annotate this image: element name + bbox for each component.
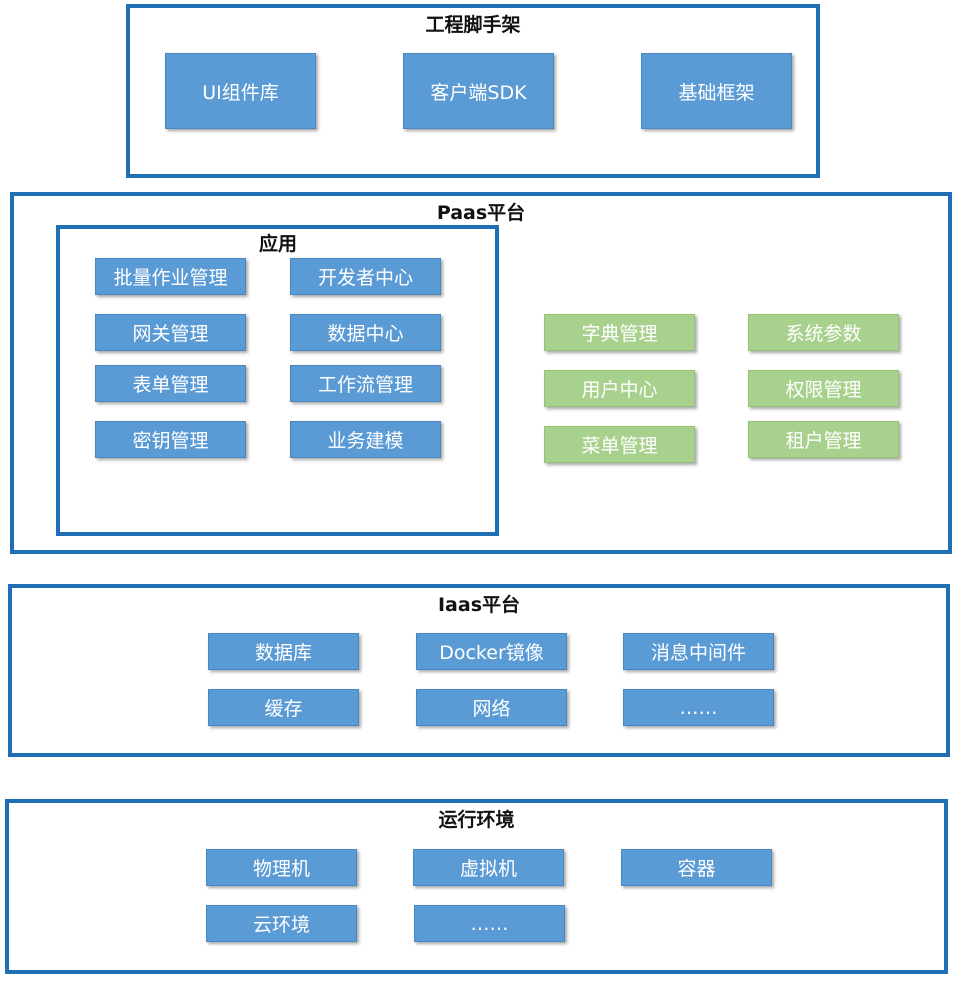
app-item-gateway: 网关管理	[95, 314, 246, 351]
iaas-item-docker-image: Docker镜像	[416, 633, 567, 670]
iaas-title: Iaas平台	[437, 594, 521, 616]
runtime-item-container: 容器	[621, 849, 772, 886]
runtime-section: 运行环境	[5, 799, 948, 974]
app-item-batch-job: 批量作业管理	[95, 258, 246, 295]
scaffold-item-ui-library: UI组件库	[165, 53, 316, 129]
iaas-item-more: ……	[623, 689, 774, 726]
system-item-parameters: 系统参数	[748, 314, 899, 351]
iaas-section: Iaas平台	[8, 584, 950, 757]
runtime-title: 运行环境	[438, 809, 515, 831]
paas-title: Paas平台	[436, 202, 526, 224]
app-item-developer-center: 开发者中心	[290, 258, 441, 295]
iaas-item-message-middleware: 消息中间件	[623, 633, 774, 670]
scaffold-title: 工程脚手架	[425, 14, 521, 36]
runtime-item-more: ……	[414, 905, 565, 942]
runtime-item-physical-machine: 物理机	[206, 849, 357, 886]
runtime-item-virtual-machine: 虚拟机	[413, 849, 564, 886]
system-item-user-center: 用户中心	[544, 370, 695, 407]
app-section: 应用	[56, 225, 499, 536]
system-item-menu: 菜单管理	[544, 426, 695, 463]
scaffold-item-base-framework: 基础框架	[641, 53, 792, 129]
iaas-item-cache: 缓存	[208, 689, 359, 726]
app-item-workflow: 工作流管理	[290, 365, 441, 402]
scaffold-item-client-sdk: 客户端SDK	[403, 53, 554, 129]
app-title: 应用	[259, 233, 298, 255]
app-item-form: 表单管理	[95, 365, 246, 402]
system-item-tenant: 租户管理	[748, 421, 899, 458]
iaas-item-database: 数据库	[208, 633, 359, 670]
app-item-key: 密钥管理	[95, 421, 246, 458]
app-item-data-center: 数据中心	[290, 314, 441, 351]
system-item-permission: 权限管理	[748, 370, 899, 407]
system-item-dictionary: 字典管理	[544, 314, 695, 351]
runtime-item-cloud: 云环境	[206, 905, 357, 942]
iaas-item-network: 网络	[416, 689, 567, 726]
app-item-business-modeling: 业务建模	[290, 421, 441, 458]
